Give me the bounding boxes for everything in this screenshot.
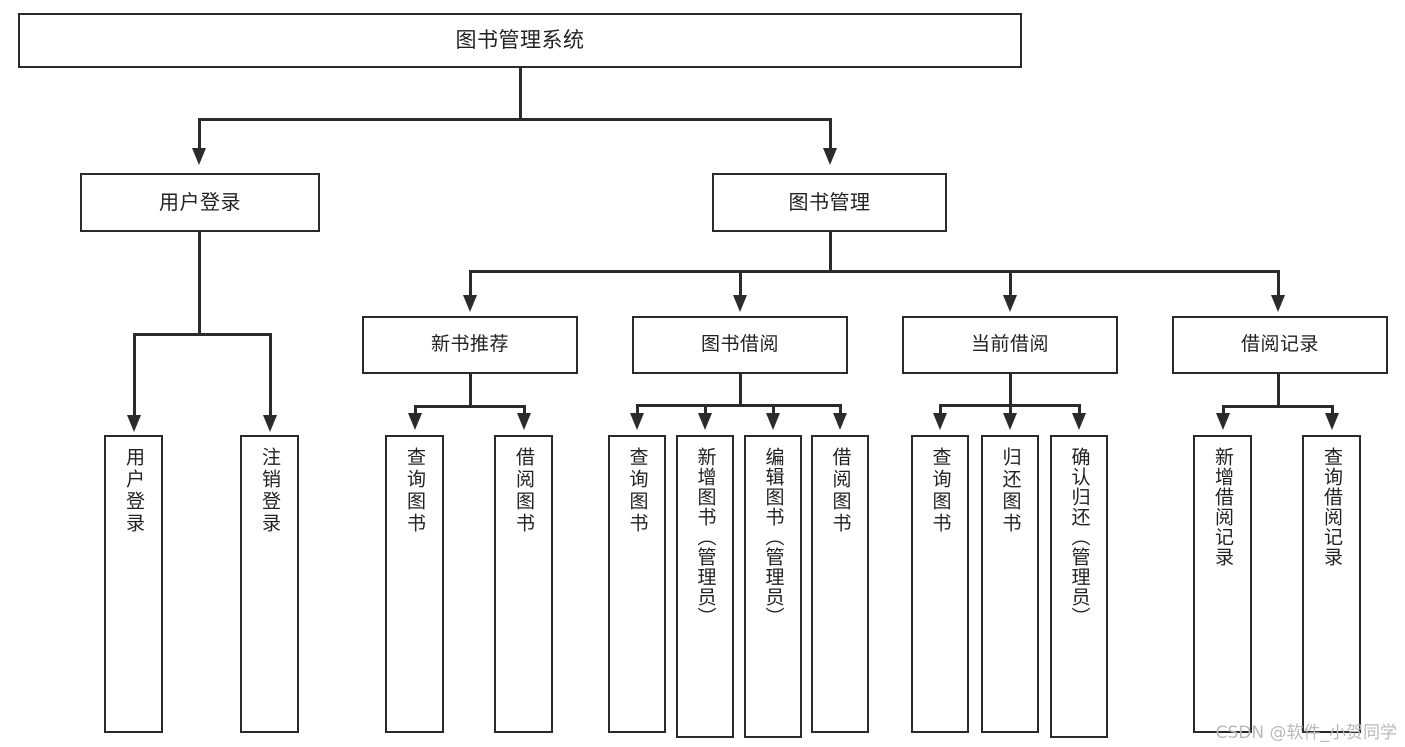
connector-book-borrow-leaf-2 [704, 404, 707, 415]
connector-current-borrow-stem [1009, 374, 1012, 404]
connector-level1-bus [198, 118, 832, 121]
leaf-label: 查询图书 [929, 447, 952, 535]
node-label: 当前借阅 [970, 333, 1049, 356]
connector-new-book-recommend-leaf-2 [523, 405, 526, 415]
leaf-add-borrow-record[interactable]: 新增借阅记录 [1193, 435, 1252, 733]
connector-borrow-record-bus [1222, 405, 1334, 408]
arrowhead-to-borrow-record [1271, 295, 1285, 312]
leaf-label: 查询图书 [404, 447, 426, 535]
leaf-return-book[interactable]: 归还图书 [981, 435, 1039, 733]
node-current-borrow[interactable]: 当前借阅 [902, 316, 1118, 374]
node-borrow-record[interactable]: 借阅记录 [1172, 316, 1388, 374]
leaf-label: 查询图书 [626, 447, 649, 535]
arrowhead-current-borrow-leaf-1 [933, 413, 947, 430]
leaf-query-book-borrow[interactable]: 查询图书 [608, 435, 666, 733]
arrowhead-current-borrow-leaf-3 [1072, 413, 1086, 430]
connector-to-current-borrow [1009, 270, 1012, 295]
arrowhead-new-book-recommend-leaf-1 [408, 413, 422, 430]
connector-to-book-management [829, 118, 832, 148]
connector-user-login-stem [198, 232, 201, 333]
connector-current-borrow-leaf-1 [939, 404, 942, 415]
arrowhead-to-current-borrow [1003, 295, 1017, 312]
node-label: 新书推荐 [430, 333, 509, 356]
connector-book-borrow-bus [636, 404, 842, 407]
node-label: 借阅记录 [1240, 333, 1319, 356]
connector-root-stem [519, 68, 522, 118]
arrowhead-borrow-record-leaf-2 [1325, 413, 1339, 430]
leaf-label: 用户登录 [123, 447, 145, 535]
leaf-label: 查询借阅记录 [1321, 447, 1343, 567]
connector-new-book-recommend-stem [469, 374, 472, 405]
arrowhead-user-login-leaf-1 [127, 415, 141, 432]
leaf-label: 编辑图书（管理员） [762, 447, 785, 627]
connector-borrow-record-stem [1277, 374, 1280, 405]
connector-book-borrow-leaf-3 [772, 404, 775, 415]
arrowhead-book-borrow-leaf-3 [766, 413, 780, 430]
arrowhead-borrow-record-leaf-1 [1216, 413, 1230, 430]
leaf-label: 新增借阅记录 [1212, 447, 1234, 567]
connector-borrow-record-leaf-1 [1222, 405, 1225, 415]
connector-level2-bus [469, 270, 1280, 273]
arrowhead-to-new-book-recommend [463, 295, 477, 312]
node-user-login[interactable]: 用户登录 [80, 173, 320, 232]
connector-to-borrow-record [1277, 270, 1280, 295]
leaf-user-login[interactable]: 用户登录 [104, 435, 163, 733]
connector-book-management-stem [829, 232, 832, 270]
leaf-query-book-recommend[interactable]: 查询图书 [385, 435, 444, 733]
leaf-label: 归还图书 [999, 447, 1022, 535]
connector-to-book-borrow [739, 270, 742, 295]
connector-user-login-bus [133, 333, 272, 336]
arrowhead-book-borrow-leaf-4 [833, 413, 847, 430]
leaf-borrow-book-recommend[interactable]: 借阅图书 [494, 435, 553, 733]
arrowhead-new-book-recommend-leaf-2 [517, 413, 531, 430]
node-book-borrow[interactable]: 图书借阅 [632, 316, 848, 374]
arrowhead-current-borrow-leaf-2 [1003, 413, 1017, 430]
arrowhead-to-book-borrow [733, 295, 747, 312]
node-label: 图书借阅 [700, 333, 779, 356]
arrowhead-to-book-management [823, 148, 837, 165]
leaf-query-borrow-record[interactable]: 查询借阅记录 [1302, 435, 1361, 733]
connector-borrow-record-leaf-2 [1331, 405, 1334, 415]
leaf-label: 借阅图书 [513, 447, 535, 535]
leaf-confirm-return-admin[interactable]: 确认归还（管理员） [1050, 435, 1108, 738]
arrowhead-book-borrow-leaf-1 [630, 413, 644, 430]
connector-book-borrow-leaf-4 [839, 404, 842, 415]
leaf-label: 确认归还（管理员） [1068, 447, 1091, 627]
node-label: 图书管理 [788, 190, 871, 214]
leaf-label: 新增图书（管理员） [694, 447, 717, 627]
node-label: 图书管理系统 [455, 28, 585, 53]
csdn-watermark: CSDN @软件_小贺同学 [1215, 723, 1397, 743]
connector-user-login-leaf-1 [133, 333, 136, 415]
connector-book-borrow-leaf-1 [636, 404, 639, 415]
arrowhead-book-borrow-leaf-2 [698, 413, 712, 430]
node-book-management[interactable]: 图书管理 [712, 173, 947, 232]
connector-current-borrow-leaf-2 [1009, 404, 1012, 415]
connector-book-borrow-stem [739, 374, 742, 404]
connector-current-borrow-leaf-3 [1078, 404, 1081, 415]
leaf-borrow-book[interactable]: 借阅图书 [811, 435, 869, 733]
arrowhead-user-login-leaf-2 [263, 415, 277, 432]
node-root-book-management-system[interactable]: 图书管理系统 [18, 13, 1022, 68]
connector-new-book-recommend-leaf-1 [414, 405, 417, 415]
leaf-label: 注销登录 [259, 447, 281, 535]
leaf-logout-login[interactable]: 注销登录 [240, 435, 299, 733]
connector-new-book-recommend-bus [414, 405, 526, 408]
connector-to-user-login [198, 118, 201, 148]
node-label: 用户登录 [159, 190, 241, 214]
leaf-add-book-admin[interactable]: 新增图书（管理员） [676, 435, 734, 738]
leaf-label: 借阅图书 [829, 447, 852, 535]
connector-to-new-book-recommend [469, 270, 472, 295]
arrowhead-to-user-login [192, 148, 206, 165]
leaf-query-book-current[interactable]: 查询图书 [911, 435, 969, 733]
connector-user-login-leaf-2 [269, 333, 272, 415]
node-new-book-recommend[interactable]: 新书推荐 [362, 316, 578, 374]
leaf-edit-book-admin[interactable]: 编辑图书（管理员） [744, 435, 802, 738]
